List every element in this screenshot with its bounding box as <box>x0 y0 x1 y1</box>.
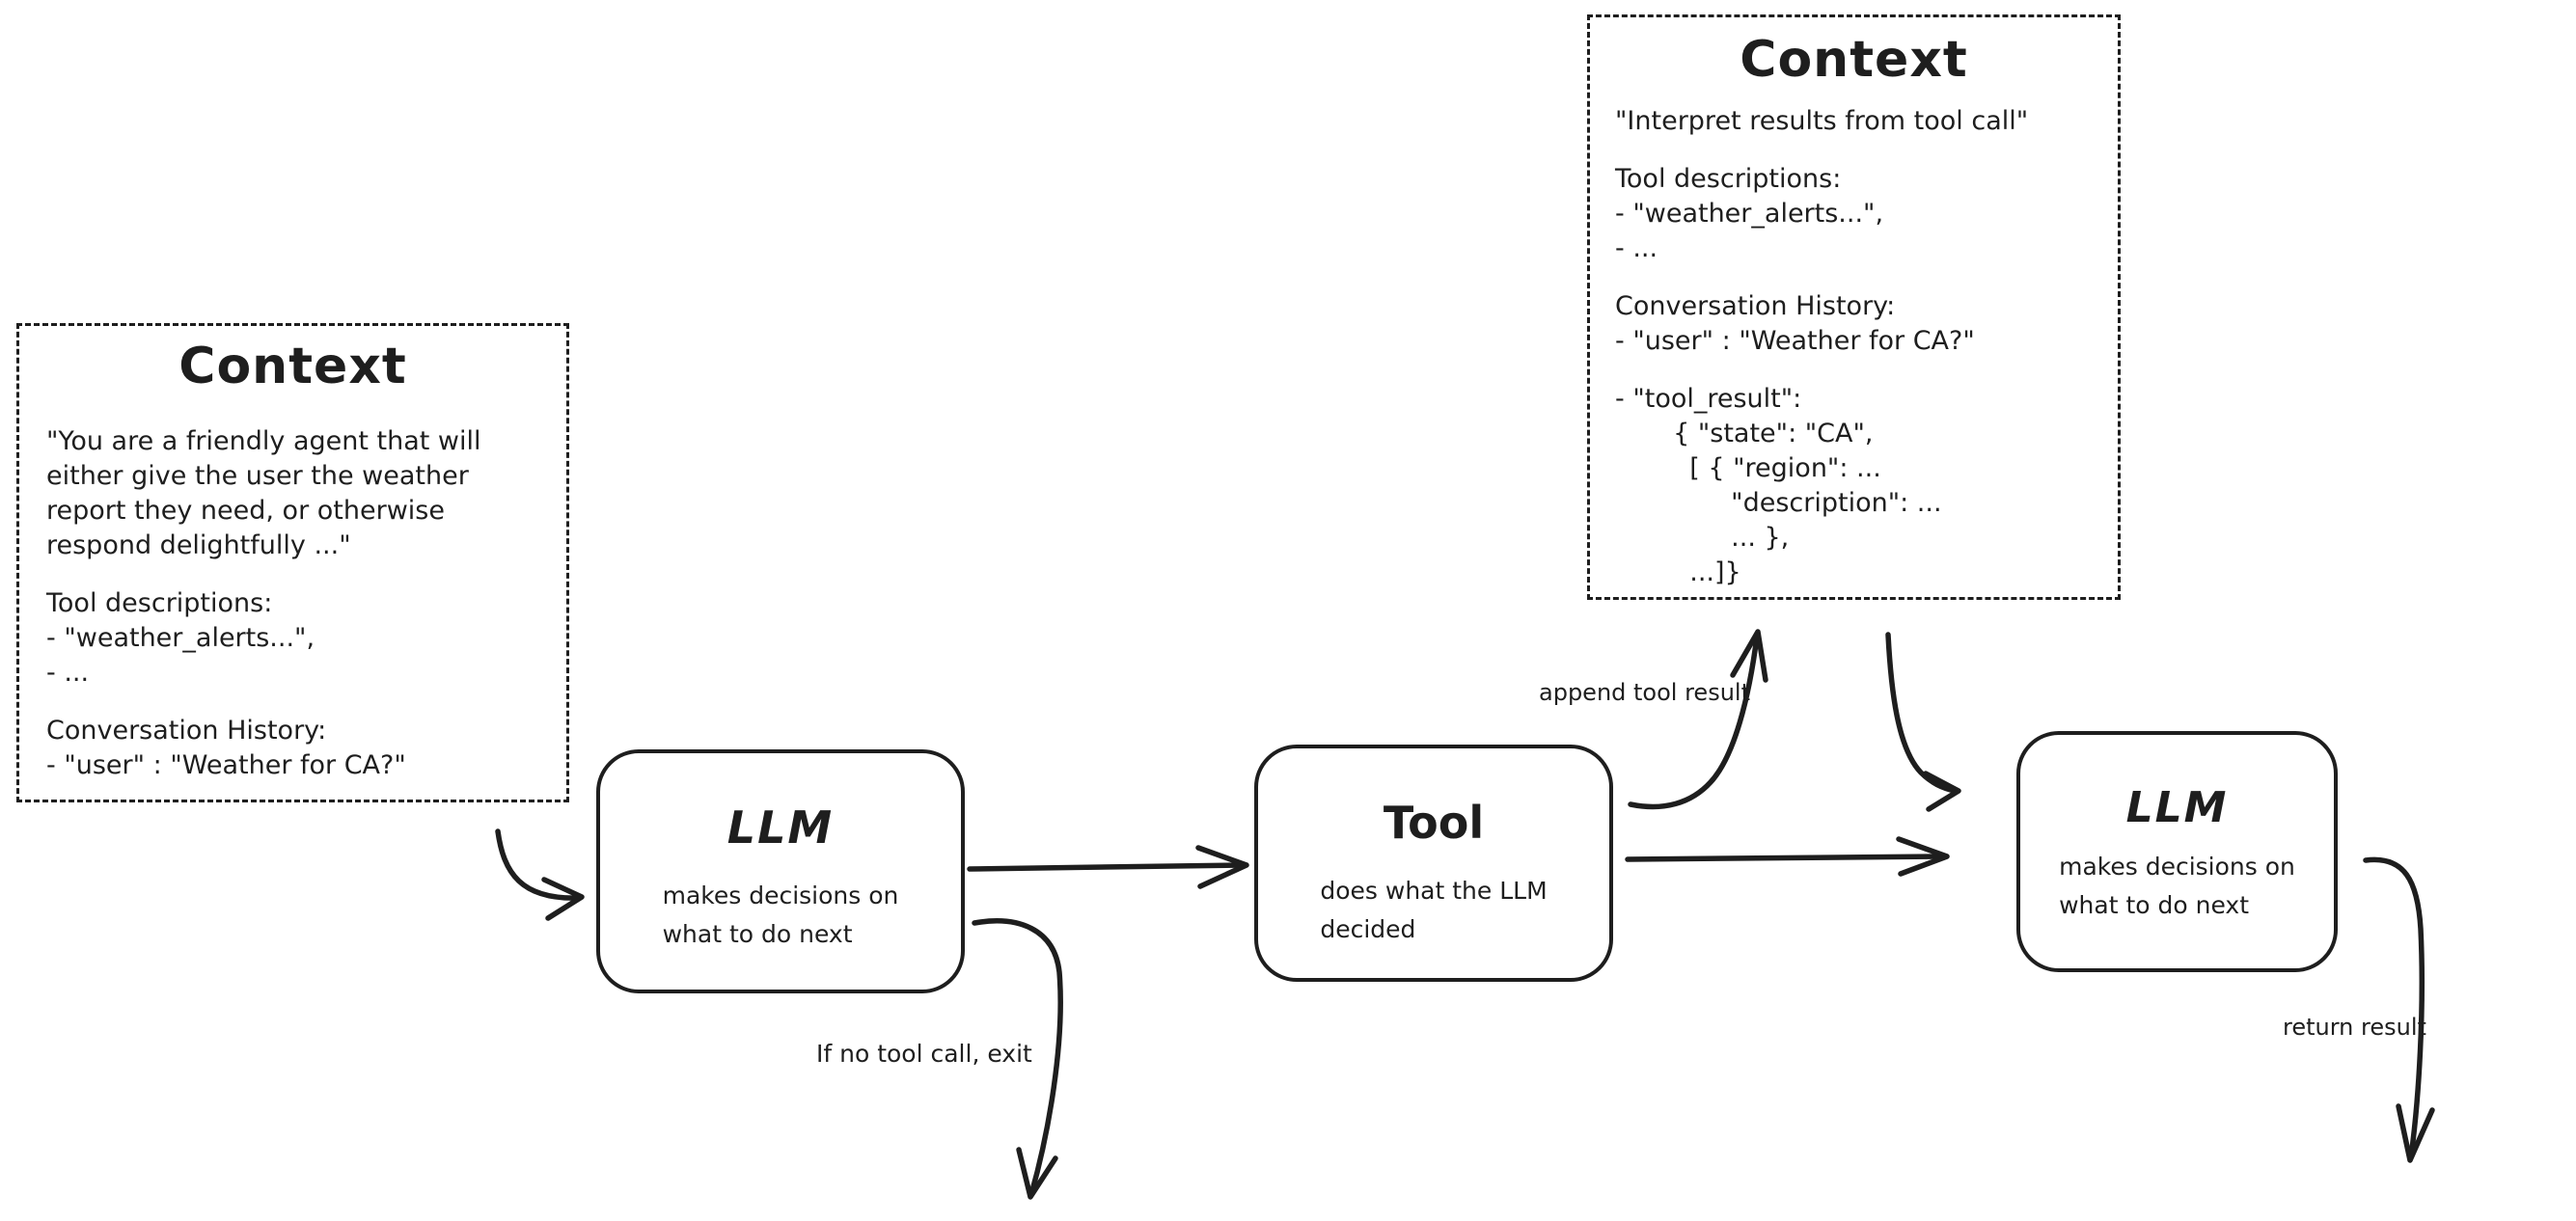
arrow-shaft <box>2363 856 2425 1159</box>
context-line: { "state": "CA", <box>1615 419 1874 448</box>
context-line: - ... <box>1615 233 1658 263</box>
label-return-result: return result <box>2283 1014 2426 1041</box>
arrowhead-icon <box>541 877 585 921</box>
arrowhead-icon <box>1923 771 1961 812</box>
context-line: - "tool_result": <box>1615 384 1802 414</box>
context-line: ... }, <box>1615 523 1790 553</box>
context-line: [ { "region": ... <box>1615 453 1881 483</box>
arrowhead-icon <box>1016 1147 1058 1200</box>
context-box-left: Context "You are a friendly agent that w… <box>16 323 569 802</box>
node-tool: Tool does what the LLM decided <box>1254 745 1613 982</box>
context-line: - "user" : "Weather for CA?" <box>46 750 406 780</box>
context-line <box>46 563 551 586</box>
context-line: "You are a friendly agent that will <box>46 426 481 456</box>
context-line: Tool descriptions: <box>1615 164 1842 194</box>
context-line: either give the user the weather <box>46 461 469 491</box>
arrow-llm1-to-tool <box>967 845 1249 889</box>
arrow-shaft <box>495 828 582 901</box>
context-line: Conversation History: <box>1615 291 1896 321</box>
arrowhead-icon <box>1195 845 1249 889</box>
arrowhead-icon <box>2396 1103 2435 1163</box>
context-line <box>1615 266 2102 289</box>
context-line: "description": ... <box>1615 488 1942 518</box>
context-line <box>1615 359 2102 382</box>
node-tool-title: Tool <box>1383 797 1485 849</box>
arrow-tool-to-context-top <box>1628 629 1768 810</box>
context-box-top: Context "Interpret results from tool cal… <box>1587 14 2121 600</box>
context-line: respond delightfully ..." <box>46 530 351 560</box>
context-line: "Interpret results from tool call" <box>1615 106 2029 136</box>
arrow-shaft <box>1885 632 1958 794</box>
arrow-shaft <box>1628 634 1760 810</box>
arrowhead-icon <box>1730 629 1768 683</box>
context-left-title: Context <box>178 338 407 395</box>
label-if-no-tool-call-exit: If no tool call, exit <box>816 1040 1032 1068</box>
context-line: - "user" : "Weather for CA?" <box>1615 326 1975 356</box>
arrow-shaft <box>1625 854 1944 862</box>
node-tool-subtitle: does what the LLM decided <box>1320 877 1548 943</box>
arrow-shaft <box>967 862 1245 872</box>
arrow-context-left-to-llm1 <box>495 828 585 921</box>
node-llm-2: LLM makes decisions on what to do next <box>2016 731 2338 972</box>
arrow-context-top-to-llm2 <box>1885 632 1961 812</box>
node-llm-1: LLM makes decisions on what to do next <box>596 749 965 993</box>
context-line <box>1615 139 2102 162</box>
context-line: report they need, or otherwise <box>46 496 445 526</box>
node-llm-2-title: LLM <box>2125 783 2229 832</box>
node-llm-1-title: LLM <box>726 801 835 854</box>
arrow-llm2-return <box>2363 856 2435 1163</box>
context-line: ...]} <box>1615 557 1741 587</box>
arrow-llm1-exit <box>972 918 1063 1200</box>
context-left-body: "You are a friendly agent that will eithe… <box>19 424 566 783</box>
context-line: - "weather_alerts...", <box>1615 199 1884 229</box>
context-line <box>46 691 551 714</box>
context-line: Tool descriptions: <box>46 588 273 618</box>
context-top-body: "Interpret results from tool call" Tool d… <box>1590 104 2118 590</box>
context-line: Conversation History: <box>46 716 327 746</box>
label-append-tool-result: append tool result <box>1539 679 1750 706</box>
context-line: - "weather_alerts...", <box>46 623 315 653</box>
node-llm-2-subtitle: makes decisions on what to do next <box>2059 853 2295 919</box>
context-line: - ... <box>46 658 90 688</box>
context-top-title: Context <box>1740 31 1968 89</box>
arrow-tool-to-llm2 <box>1625 836 1950 877</box>
arrowhead-icon <box>1896 836 1950 877</box>
arrow-shaft <box>972 918 1063 1197</box>
node-llm-1-subtitle: makes decisions on what to do next <box>662 882 899 948</box>
